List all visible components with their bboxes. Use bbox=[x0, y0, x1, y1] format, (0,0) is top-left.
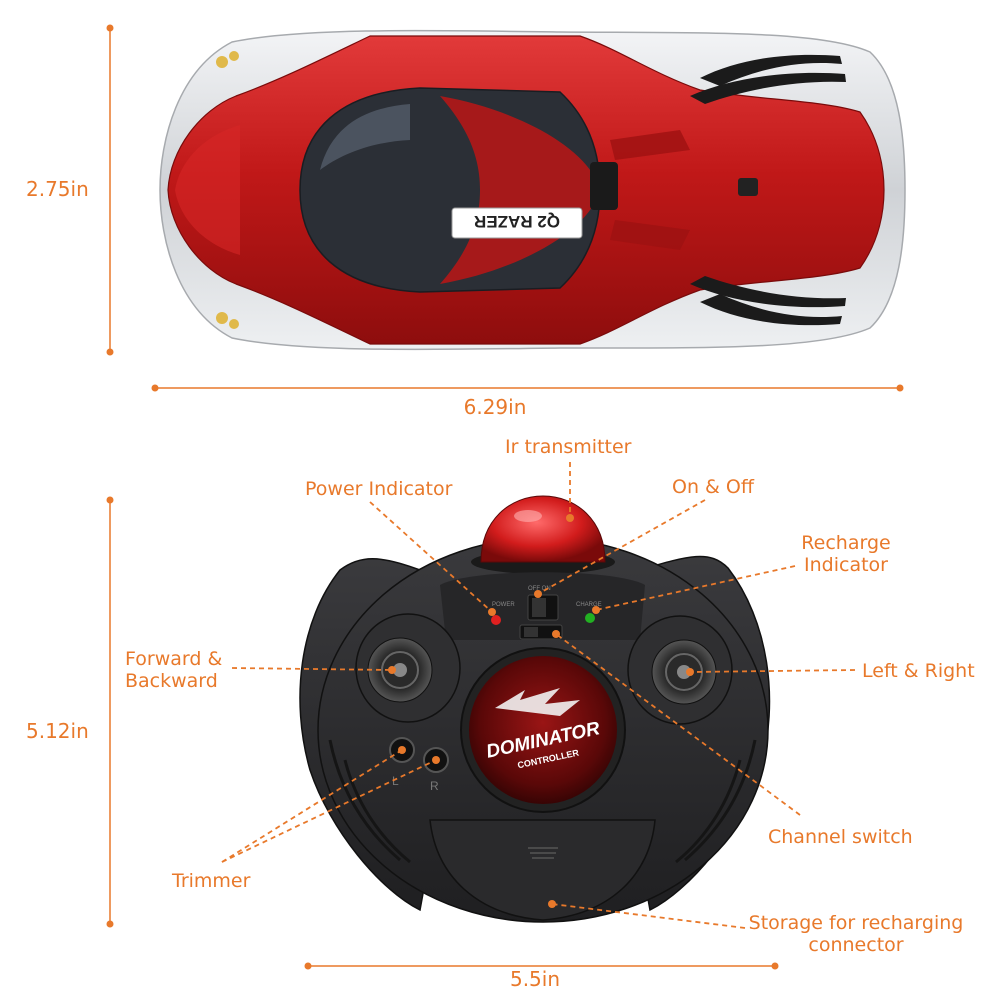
car-image: Q2 RAZER bbox=[159, 29, 906, 351]
car-side-vents bbox=[690, 54, 846, 326]
remote-height-label: 5.12in bbox=[26, 719, 89, 743]
remote-ribs bbox=[328, 739, 757, 864]
forward-backward-label: Forward & Backward bbox=[125, 648, 223, 692]
car-length-label: 6.29in bbox=[463, 395, 527, 419]
car-headlights bbox=[216, 51, 239, 329]
car-height-label: 2.75in bbox=[26, 177, 89, 201]
car-dimension-dots bbox=[106, 24, 904, 392]
remote-width-label: 5.5in bbox=[509, 967, 561, 991]
car-badge-text: Q2 RAZER bbox=[474, 212, 560, 231]
channel-switch-label: Channel switch bbox=[768, 826, 913, 848]
power-indicator-label: Power Indicator bbox=[305, 478, 453, 500]
svg-text:L: L bbox=[392, 774, 399, 788]
storage-label: Storage for recharging connector bbox=[748, 912, 964, 956]
ir-dome bbox=[480, 495, 606, 563]
power-led bbox=[491, 615, 501, 625]
remote-dimension-dots bbox=[106, 496, 779, 970]
car-dimension-lines bbox=[109, 28, 900, 389]
callout-end-dots bbox=[388, 514, 694, 908]
recharge-indicator-label: Recharge Indicator bbox=[801, 532, 891, 576]
trimmer-label: Trimmer bbox=[172, 870, 251, 892]
callout-leaders bbox=[221, 462, 856, 929]
storage-grip bbox=[528, 847, 558, 859]
ir-transmitter-label: Ir transmitter bbox=[505, 436, 632, 458]
on-off-label: On & Off bbox=[672, 476, 754, 498]
storage-compartment bbox=[429, 819, 656, 921]
left-right-label: Left & Right bbox=[862, 660, 975, 682]
charge-led bbox=[585, 613, 595, 623]
remote-dimension-lines bbox=[109, 500, 775, 967]
remote-image: POWER CHARGE OFF ON L R DOMI bbox=[299, 495, 771, 923]
switch-small-label: OFF ON bbox=[528, 586, 551, 592]
charge-small-label: CHARGE bbox=[576, 602, 602, 608]
car-badge bbox=[451, 207, 583, 239]
center-logo-disc: DOMINATOR CONTROLLER bbox=[460, 647, 626, 813]
power-small-label: POWER bbox=[492, 602, 515, 608]
svg-text:R: R bbox=[430, 779, 439, 793]
right-joystick bbox=[627, 615, 733, 725]
left-joystick bbox=[355, 613, 461, 723]
